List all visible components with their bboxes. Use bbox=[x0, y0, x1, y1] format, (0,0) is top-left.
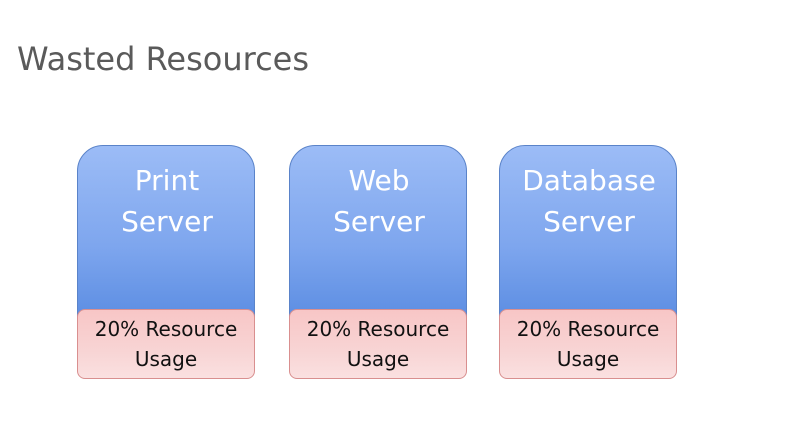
server-name-label: Database Server bbox=[522, 164, 656, 238]
usage-box: 20% Resource Usage bbox=[77, 309, 255, 379]
server-name-label: Web Server bbox=[333, 164, 425, 238]
slide-title: Wasted Resources bbox=[17, 40, 310, 78]
server-name-label: Print Server bbox=[121, 164, 213, 238]
usage-label: 20% Resource Usage bbox=[94, 317, 238, 371]
usage-box: 20% Resource Usage bbox=[499, 309, 677, 379]
web-server-block: Web Server 20% Resource Usage bbox=[289, 145, 467, 379]
usage-label: 20% Resource Usage bbox=[306, 317, 450, 371]
usage-label: 20% Resource Usage bbox=[516, 317, 660, 371]
print-server-block: Print Server 20% Resource Usage bbox=[77, 145, 255, 379]
usage-box: 20% Resource Usage bbox=[289, 309, 467, 379]
database-server-block: Database Server 20% Resource Usage bbox=[499, 145, 677, 379]
